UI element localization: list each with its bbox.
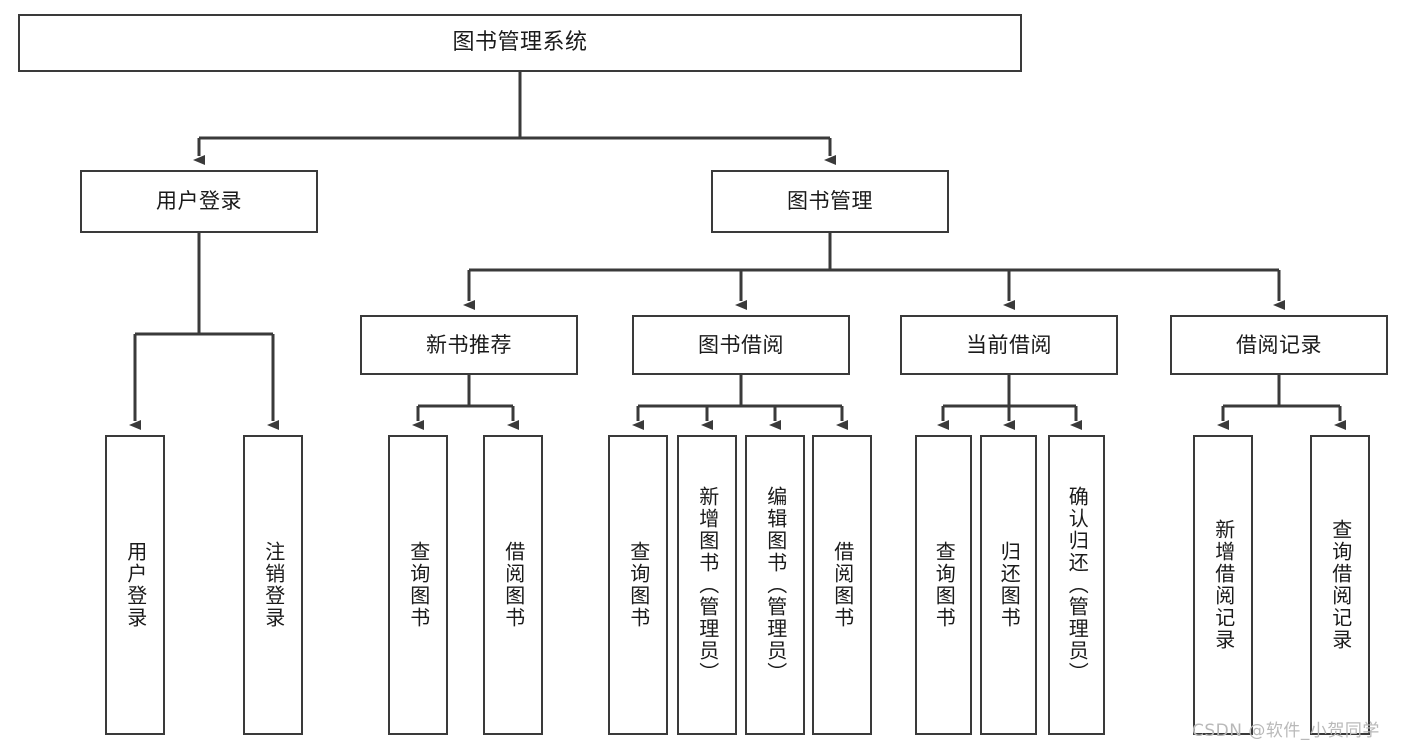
node-leaf-10-label: 确认归还（管理员） [1065,486,1090,684]
node-leaf-7-label: 借阅图书 [830,541,855,629]
node-leaf-2-label: 查询图书 [406,541,431,629]
node-level3-2-label: 当前借阅 [966,332,1052,357]
node-leaf-3[interactable]: 借阅图书 [483,435,543,735]
node-leaf-9-label: 归还图书 [997,541,1022,629]
node-leaf-4-label: 查询图书 [626,541,651,629]
node-level2-1-label: 图书管理 [787,189,873,214]
node-leaf-12-label: 查询借阅记录 [1328,519,1353,651]
node-level2-0[interactable]: 用户登录 [80,170,318,233]
node-leaf-10[interactable]: 确认归还（管理员） [1048,435,1105,735]
node-leaf-12[interactable]: 查询借阅记录 [1310,435,1370,735]
node-leaf-1-label: 注销登录 [261,541,286,629]
node-leaf-11[interactable]: 新增借阅记录 [1193,435,1253,735]
node-level3-2[interactable]: 当前借阅 [900,315,1118,375]
node-leaf-8[interactable]: 查询图书 [915,435,972,735]
csdn-watermark: CSDN @软件_小贺同学 [1192,721,1380,741]
node-leaf-11-label: 新增借阅记录 [1211,519,1236,651]
node-root-label: 图书管理系统 [452,30,588,56]
node-leaf-3-label: 借阅图书 [501,541,526,629]
node-level3-1-label: 图书借阅 [698,332,784,357]
node-leaf-6-label: 编辑图书（管理员） [763,486,788,684]
node-leaf-5[interactable]: 新增图书（管理员） [677,435,737,735]
node-leaf-9[interactable]: 归还图书 [980,435,1037,735]
node-leaf-5-label: 新增图书（管理员） [695,486,720,684]
node-leaf-1[interactable]: 注销登录 [243,435,303,735]
node-level2-0-label: 用户登录 [156,189,242,214]
node-root[interactable]: 图书管理系统 [18,14,1022,72]
node-level3-3[interactable]: 借阅记录 [1170,315,1388,375]
node-level3-3-label: 借阅记录 [1236,332,1322,357]
node-level3-0[interactable]: 新书推荐 [360,315,578,375]
node-leaf-6[interactable]: 编辑图书（管理员） [745,435,805,735]
node-level2-1[interactable]: 图书管理 [711,170,949,233]
node-leaf-0-label: 用户登录 [123,541,148,629]
node-leaf-7[interactable]: 借阅图书 [812,435,872,735]
node-leaf-4[interactable]: 查询图书 [608,435,668,735]
node-level3-1[interactable]: 图书借阅 [632,315,850,375]
node-level3-0-label: 新书推荐 [426,332,512,357]
node-leaf-2[interactable]: 查询图书 [388,435,448,735]
node-leaf-0[interactable]: 用户登录 [105,435,165,735]
node-leaf-8-label: 查询图书 [932,541,957,629]
